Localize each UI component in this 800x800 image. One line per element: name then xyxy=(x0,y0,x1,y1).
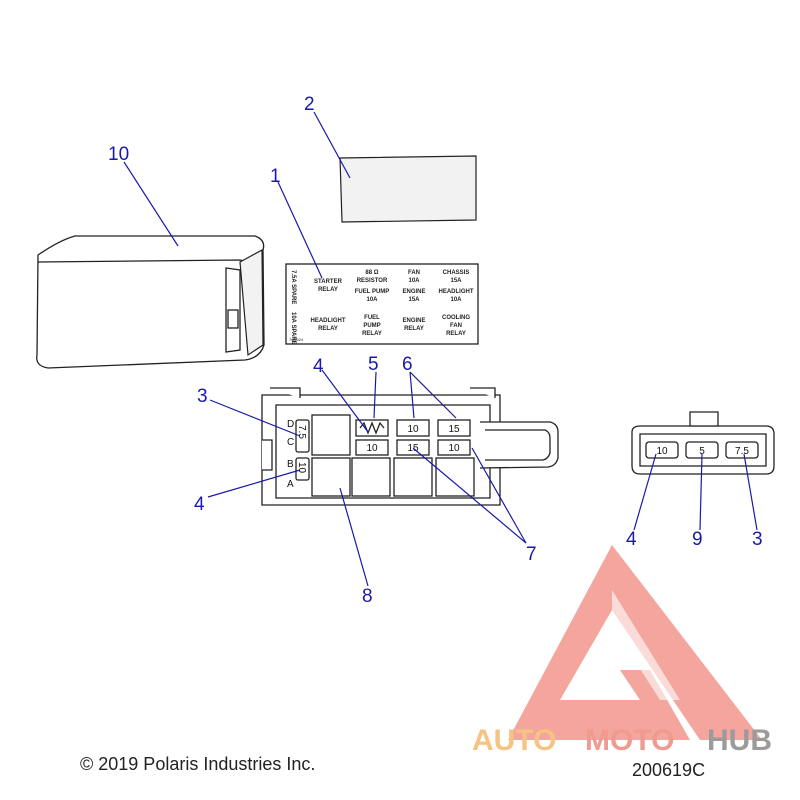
callout-5: 5 xyxy=(368,354,379,375)
watermark-wordmark: AUTO MOTO HUB xyxy=(472,724,772,757)
decal-fuel-pump-fuse-2: 10A xyxy=(366,297,378,303)
fuse-box: D C B A 7.5 10 10 15 10 15 10 xyxy=(261,387,559,506)
decal-fuel-pump-relay-1: FUEL xyxy=(364,315,380,321)
decal-headlight-relay-2: RELAY xyxy=(318,326,338,332)
decal-engine-relay-2: RELAY xyxy=(404,326,424,332)
decal-starter-relay-1: STARTER xyxy=(314,279,343,285)
decal-engine-fuse-2: 15A xyxy=(408,297,420,303)
blank-label xyxy=(339,155,477,223)
watermark-inner-triangle-icon xyxy=(612,590,680,700)
row-letter-d: D xyxy=(287,419,294,430)
decal-headlight-relay-1: HEADLIGHT xyxy=(311,318,346,324)
fuse-label-decal: 7.5A SPARE 10A SPARE STARTER RELAY 88 Ω … xyxy=(285,263,479,345)
decal-spare-top: 7.5A SPARE xyxy=(290,270,296,304)
callout-8: 8 xyxy=(362,586,373,607)
decal-cooling-fan-relay-3: RELAY xyxy=(446,331,466,337)
decal-resistor-1: 88 Ω xyxy=(365,270,378,276)
watermark-logo xyxy=(508,545,762,740)
callout-4-right: 4 xyxy=(626,529,637,550)
decal-headlight-fuse-2: 10A xyxy=(450,297,462,303)
side-fuse-7-5: 7.5 xyxy=(296,425,307,439)
decal-fuel-pump-relay-2: PUMP xyxy=(363,323,380,329)
decal-engine-fuse-1: ENGINE xyxy=(402,289,425,295)
decal-engine-relay-1: ENGINE xyxy=(402,318,425,324)
decal-fan-2: 10A xyxy=(408,278,420,284)
decal-small-code: 7G0524 xyxy=(289,337,304,342)
spare-fuse-10: 10 xyxy=(656,446,668,457)
decal-headlight-fuse-1: HEADLIGHT xyxy=(439,289,474,295)
callout-10: 10 xyxy=(108,144,129,165)
row-letter-b: B xyxy=(287,459,294,470)
copyright-notice: © 2019 Polaris Industries Inc. xyxy=(80,754,316,774)
decal-spare-bottom: 10A SPARE xyxy=(290,312,296,345)
callout-9: 9 xyxy=(692,529,703,550)
mid-fuse-10-a: 10 xyxy=(366,443,378,454)
leader-lines xyxy=(123,111,758,587)
decal-chassis-2: 15A xyxy=(450,278,462,284)
callout-6: 6 xyxy=(402,354,413,375)
callout-2: 2 xyxy=(304,94,315,115)
decal-starter-relay-2: RELAY xyxy=(318,287,338,293)
callout-4-left: 4 xyxy=(194,494,205,515)
decal-chassis-1: CHASSIS xyxy=(443,270,470,276)
fuse-box-cover xyxy=(36,235,265,369)
callout-3-right: 3 xyxy=(752,529,763,550)
callout-3-left: 3 xyxy=(197,386,208,407)
callout-1: 1 xyxy=(270,166,281,187)
watermark-hub: HUB xyxy=(707,724,772,757)
spare-fuse-7-5: 7.5 xyxy=(735,446,749,457)
decal-cooling-fan-relay-2: FAN xyxy=(450,323,462,329)
spare-fuse-5: 5 xyxy=(699,446,705,457)
drawing-number: 200619C xyxy=(632,760,706,780)
row-letter-a: A xyxy=(287,479,294,490)
decal-fan-1: FAN xyxy=(408,270,420,276)
decal-resistor-2: RESISTOR xyxy=(357,278,388,284)
row-letter-c: C xyxy=(287,437,294,448)
callout-4-top: 4 xyxy=(313,356,324,377)
decal-cooling-fan-relay-1: COOLING xyxy=(442,315,470,321)
watermark-auto: AUTO xyxy=(472,724,556,757)
spare-fuse-holder: 10 5 7.5 xyxy=(631,411,775,475)
top-fuse-10: 10 xyxy=(407,424,419,435)
callout-7: 7 xyxy=(526,544,537,565)
mid-fuse-10-b: 10 xyxy=(448,443,460,454)
side-fuse-10: 10 xyxy=(296,462,307,474)
watermark-moto: MOTO xyxy=(585,724,674,757)
decal-fuel-pump-fuse-1: FUEL PUMP xyxy=(355,289,390,295)
callout-numbers: 10 2 1 3 4 5 6 4 8 7 4 9 3 xyxy=(108,94,763,607)
top-fuse-15: 15 xyxy=(448,424,460,435)
decal-fuel-pump-relay-3: RELAY xyxy=(362,331,382,337)
